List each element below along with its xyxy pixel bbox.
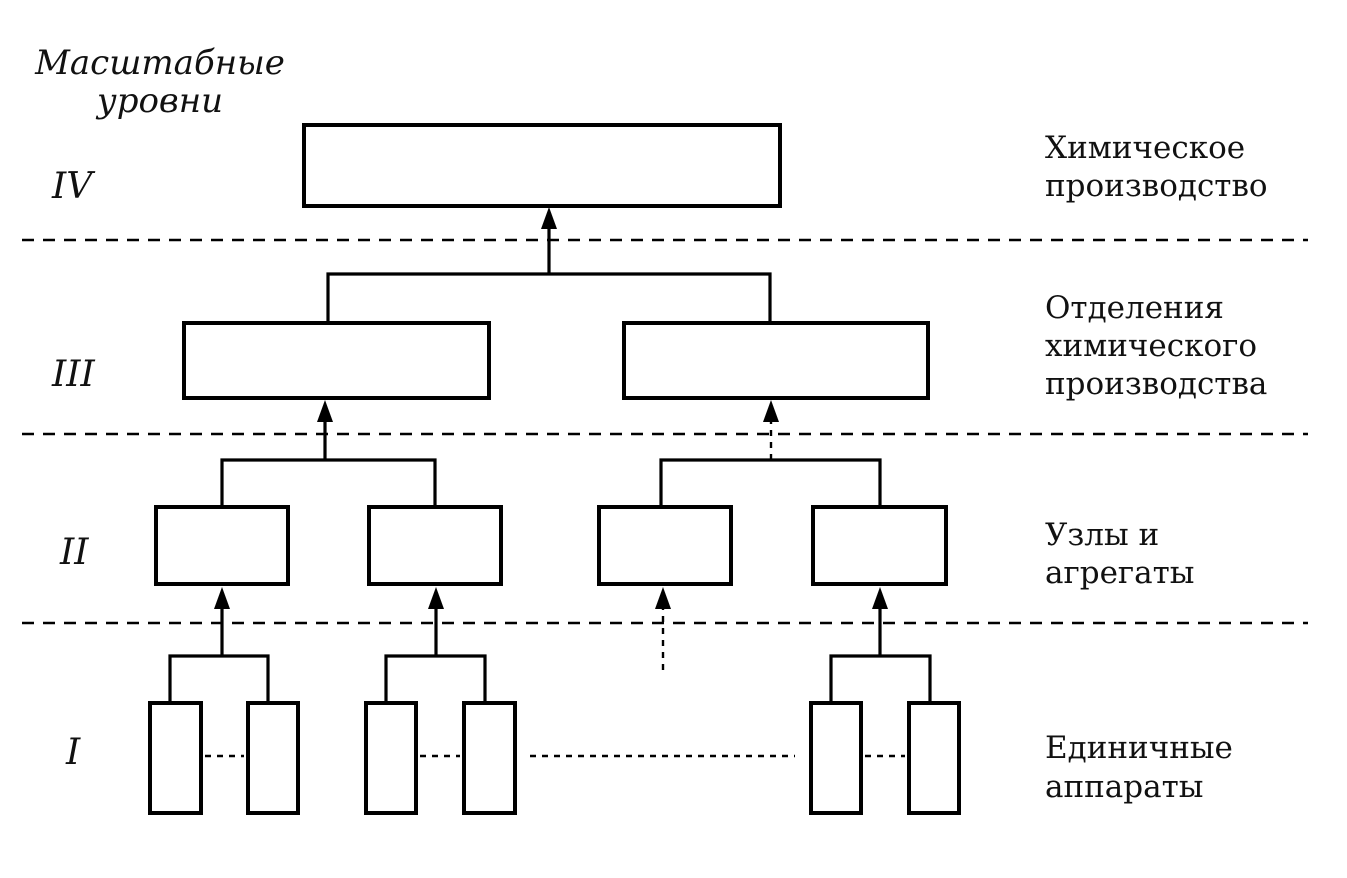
apparatus-box-1	[148, 701, 203, 815]
unit-box-3	[597, 505, 733, 586]
connector-ii-to-iii-right	[659, 458, 882, 507]
level-i-desc-line2: аппараты	[1045, 769, 1203, 805]
arrowhead-iii-to-iv	[541, 207, 557, 229]
unit-box-1	[154, 505, 290, 586]
unit-box-2	[367, 505, 503, 586]
level-iv-desc-line1: Химическое	[1045, 130, 1245, 166]
apparatus-box-4	[462, 701, 517, 815]
unit-box-4	[811, 505, 948, 586]
level-iii-desc-line3: производства	[1045, 366, 1267, 402]
levels-header-line2: уровни	[95, 81, 223, 121]
level-iii-desc-line2: химического	[1045, 328, 1257, 364]
level-iv-desc-line2: производство	[1045, 168, 1268, 204]
connector-i-to-ii-4	[829, 654, 932, 703]
apparatus-box-5	[809, 701, 863, 815]
level-ii-desc-line2: агрегаты	[1045, 555, 1194, 591]
connector-iii-to-iv	[326, 272, 772, 323]
level-ii-desc-line1: Узлы и	[1045, 517, 1159, 553]
arrowhead-ii-to-iii-left	[317, 400, 333, 422]
chemical-plant-box	[302, 123, 782, 208]
arrowhead-i-to-ii-1	[214, 587, 230, 609]
connector-ii-to-iii-left	[220, 458, 437, 507]
arrowhead-i-to-ii-2	[428, 587, 444, 609]
arrowhead-ii-to-iii-right	[763, 400, 779, 422]
level-ii-label: II	[59, 532, 89, 573]
department-box-right	[622, 321, 930, 400]
level-iii-label: III	[51, 354, 95, 395]
apparatus-box-6	[907, 701, 961, 815]
arrowhead-i-to-ii-4	[872, 587, 888, 609]
apparatus-box-3	[364, 701, 418, 815]
arrowhead-i-to-ii-3	[655, 587, 671, 609]
connector-i-to-ii-1	[168, 654, 270, 703]
levels-header-line1: Масштабные	[34, 43, 285, 83]
level-iii-desc-line1: Отделения	[1045, 290, 1224, 326]
connector-i-to-ii-2	[384, 654, 487, 703]
level-iv-label: IV	[51, 166, 96, 207]
level-i-desc-line1: Единичные	[1045, 730, 1233, 766]
level-i-label: I	[65, 732, 81, 773]
apparatus-box-2	[246, 701, 300, 815]
department-box-left	[182, 321, 491, 400]
